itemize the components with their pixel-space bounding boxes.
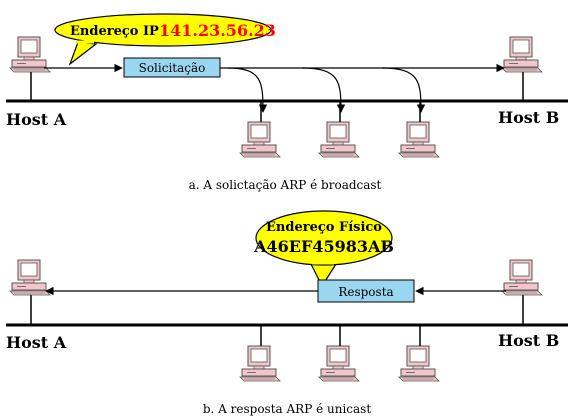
caption-b: b. A resposta ARP é unicast [203, 402, 371, 416]
ip-address-bubble: Endereço IP 141.23.56.23 [54, 13, 276, 66]
host-b-label: Host B [498, 108, 559, 127]
host-computer-icon [398, 345, 440, 382]
physical-address-bubble: Endereço Físico A46EF45983AB [253, 210, 394, 288]
host-computer-icon [318, 121, 360, 158]
host-computer-icon [398, 121, 440, 158]
host-b-label: Host B [498, 331, 559, 350]
ip-address-label: Endereço IP [70, 24, 159, 39]
host-a-computer-icon [9, 36, 51, 73]
caption-a: a. A solictação ARP é broadcast [189, 178, 382, 192]
panel-b: Endereço Físico A46EF45983AB Resposta Ho… [6, 210, 568, 416]
host-computer-icon [239, 345, 281, 382]
response-label: Resposta [338, 285, 393, 299]
request-label: Solicitação [139, 61, 206, 75]
ip-address-value: 141.23.56.23 [159, 21, 276, 40]
host-a-label: Host A [6, 333, 67, 352]
host-a-computer-icon [9, 259, 51, 296]
host-b-computer-icon [501, 36, 543, 73]
physical-address-label: Endereço Físico [266, 220, 382, 235]
host-computer-icon [318, 345, 360, 382]
host-a-label: Host A [6, 110, 67, 129]
panel-a: Endereço IP 141.23.56.23 Solicitação Hos… [6, 13, 568, 192]
host-computer-icon [239, 121, 281, 158]
physical-address-value: A46EF45983AB [253, 237, 394, 256]
host-b-computer-icon [501, 259, 543, 296]
